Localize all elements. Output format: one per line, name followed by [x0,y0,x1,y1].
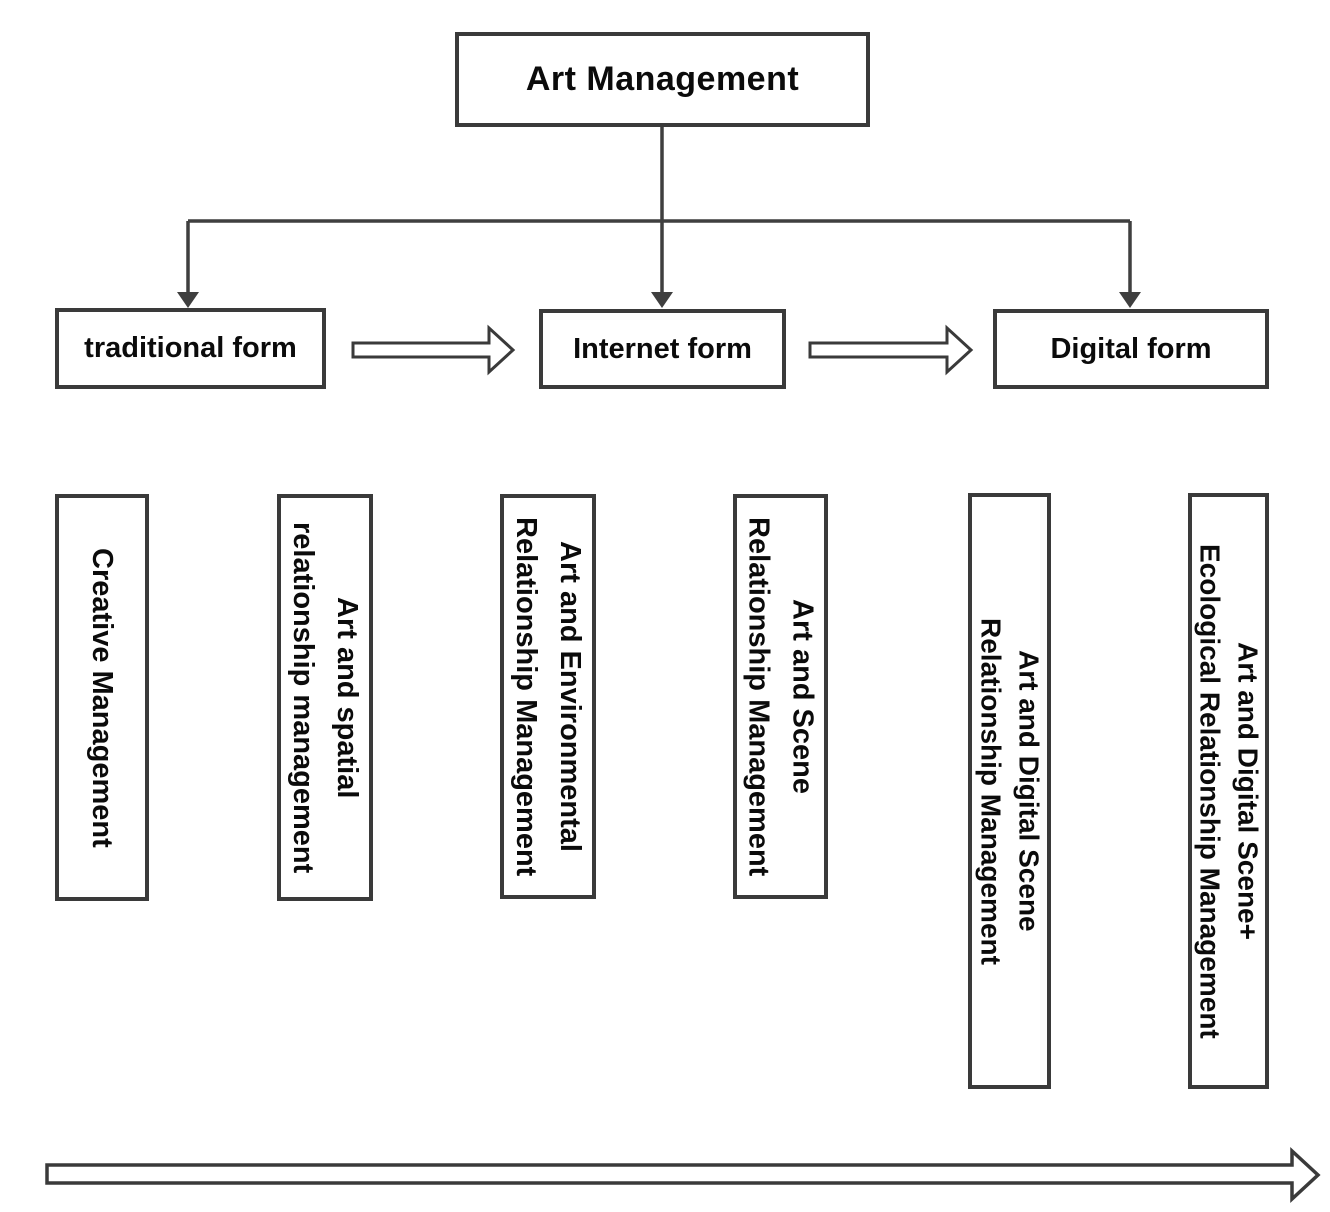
traditional-form-label: traditional form [84,332,297,364]
category-line: Art and Scene [786,598,819,794]
category-box-art-environmental: Art and Environmental Relationship Manag… [500,494,596,899]
category-line: Art and Environmental [554,540,586,852]
category-box-art-spatial: Art and spatial relationship management [277,494,373,901]
category-box-creative-management: Creative Management [55,494,149,901]
arrowhead-traditional-icon [177,292,199,308]
category-box-art-digital-scene-ecological: Art and Digital Scene+ Ecological Relati… [1188,493,1269,1089]
digital-form-label: Digital form [1050,332,1212,365]
category-line: Relationship Management [510,516,542,877]
flow-arrow-traditional-to-internet-icon [351,324,516,376]
category-line: Art and Digital Scene [1013,650,1045,932]
category-label-creative-management: Creative Management [80,548,124,848]
traditional-form-box: traditional form [55,308,326,389]
category-box-art-digital-scene: Art and Digital Scene Relationship Manag… [968,493,1051,1089]
category-label-art-environmental: Art and Environmental Relationship Manag… [504,517,592,876]
category-line: relationship management [287,521,319,874]
category-label-art-spatial: Art and spatial relationship management [281,522,369,873]
arrowhead-internet-icon [651,292,673,308]
art-management-box: Art Management [455,32,870,127]
category-line: Ecological Relationship Management [1194,543,1226,1039]
category-line: Relationship Management [975,617,1007,965]
category-label-art-scene: Art and Scene Relationship Management [737,517,825,876]
category-label-art-digital-scene: Art and Digital Scene Relationship Manag… [972,618,1048,965]
internet-form-box: Internet form [539,309,786,389]
category-box-art-scene: Art and Scene Relationship Management [733,494,828,899]
arrowhead-digital-icon [1119,292,1141,308]
category-line: Art and Digital Scene+ [1232,642,1264,940]
art-management-label: Art Management [525,60,800,98]
timeline-arrow-icon [45,1147,1321,1203]
internet-form-label: Internet form [573,332,752,365]
category-line: Art and spatial [331,596,363,799]
category-label-art-digital-scene-ecological: Art and Digital Scene+ Ecological Relati… [1191,544,1267,1039]
flow-arrow-internet-to-digital-icon [808,324,974,376]
category-line: Creative Management [86,547,118,848]
digital-form-box: Digital form [993,309,1269,389]
category-line: Relationship Management [742,516,775,877]
